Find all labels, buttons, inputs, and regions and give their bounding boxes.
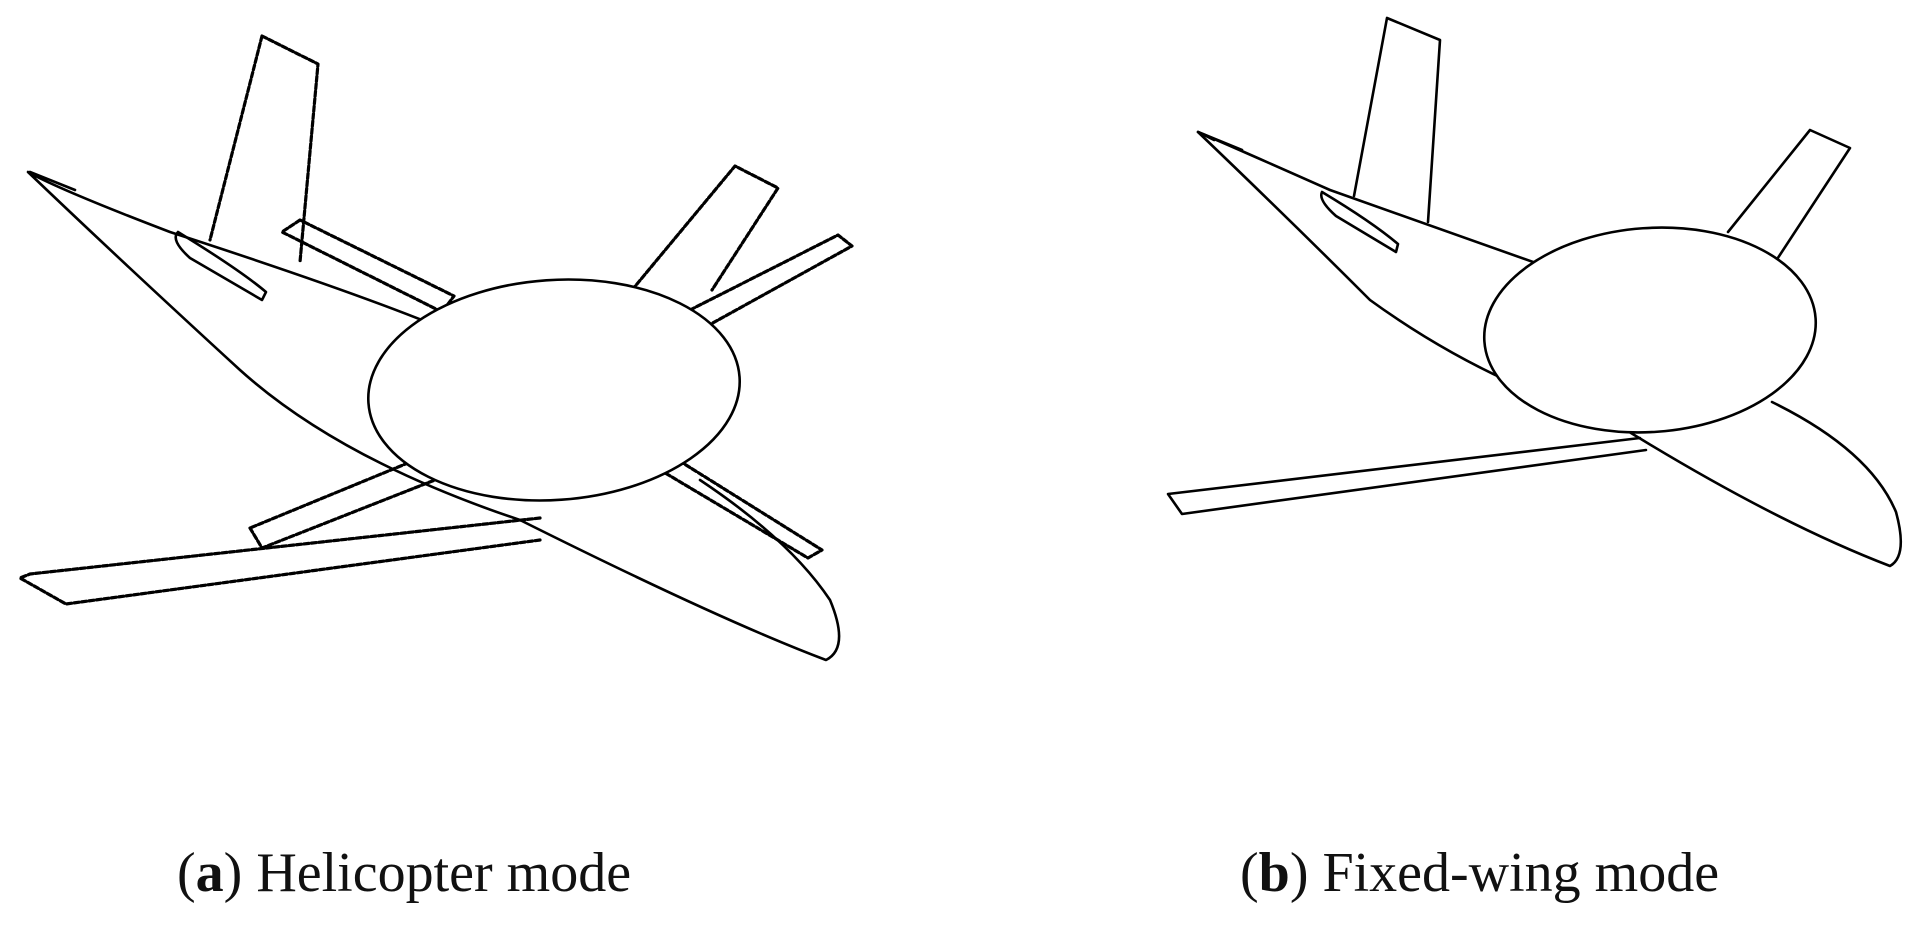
caption-helicopter-mode: (a) Helicopter mode — [177, 842, 632, 904]
rotor-blade-lower-right — [638, 448, 824, 560]
fuselage-nose-b — [1196, 130, 1244, 152]
caption-fixed-wing-mode: (b) Fixed-wing mode — [1240, 842, 1720, 904]
rotor-disc-a — [366, 278, 742, 502]
tail-fin-a — [208, 34, 320, 264]
main-wing-b — [1166, 436, 1648, 516]
fuselage-a — [26, 170, 841, 662]
main-wing-a — [18, 516, 542, 606]
fixed-wing-mode-aircraft-drawing — [1166, 16, 1903, 568]
tail-boom-a — [174, 230, 268, 302]
panel-fixed-wing-mode: (b) Fixed-wing mode — [1150, 0, 1919, 933]
panel-helicopter-mode: (a) Helicopter mode — [0, 0, 920, 933]
rotor-blade-lower-left — [248, 456, 442, 550]
tail-boom-b — [1320, 190, 1400, 254]
fuselage-nose-a — [28, 170, 77, 192]
helicopter-mode-aircraft-drawing — [18, 34, 854, 662]
rotor-blade-upper-right — [630, 164, 780, 292]
right-fin-b — [1726, 128, 1852, 272]
rotor-disc-b — [1482, 226, 1818, 434]
tail-fin-b — [1352, 16, 1442, 224]
rotor-blade-right — [688, 233, 854, 332]
